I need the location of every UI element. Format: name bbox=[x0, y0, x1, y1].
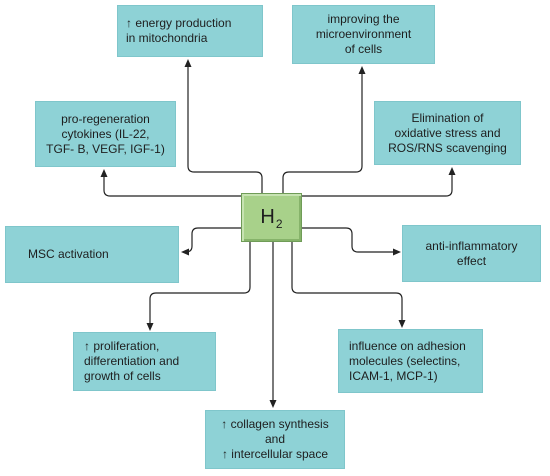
box-anti-inflammatory: anti-inflammatory effect bbox=[402, 225, 541, 282]
arrowhead-adhesion bbox=[398, 320, 406, 328]
arrow-to-prolif bbox=[149, 242, 251, 323]
box-microenvironment: improving the microenvironment of cells bbox=[292, 5, 435, 64]
box-oxid-line-3: ROS/RNS scavenging bbox=[388, 140, 507, 155]
arrow-to-cyto bbox=[103, 176, 241, 197]
arrow-to-oxid bbox=[302, 174, 453, 197]
box-cyto-line-2: cytokines (IL-22, bbox=[61, 126, 150, 141]
box-adhesion-line-3: ICAM-1, MCP-1) bbox=[349, 368, 438, 383]
arrow-to-micro bbox=[282, 73, 363, 193]
box-oxid-line-2: oxidative stress and bbox=[394, 125, 501, 140]
arrowhead-energy bbox=[184, 59, 192, 67]
arrowhead-micro bbox=[358, 66, 366, 74]
box-collagen-line-1: ↑ collagen synthesis bbox=[221, 417, 329, 431]
box-collagen-synthesis: ↑ collagen synthesis and ↑ intercellular… bbox=[205, 410, 345, 469]
box-collagen-line-2: and bbox=[264, 432, 285, 446]
box-proliferation: ↑ proliferation, differentiation and gro… bbox=[73, 332, 216, 391]
arrowhead-anti bbox=[393, 248, 401, 256]
arrow-to-anti bbox=[302, 227, 393, 253]
arrowhead-msc bbox=[181, 248, 189, 256]
arrowhead-oxid bbox=[448, 167, 456, 175]
box-energy-line-2: in mitochondria bbox=[126, 31, 208, 45]
box-micro-line-1: improving the bbox=[327, 12, 400, 26]
box-prolif-line-2: differentiation and bbox=[84, 354, 180, 368]
box-oxid-line-1: Elimination of bbox=[411, 110, 484, 125]
box-adhesion-line-1: influence on adhesion bbox=[349, 338, 466, 353]
box-msc-activation: MSC activation bbox=[5, 226, 179, 283]
box-energy-line-1: ↑ energy production bbox=[126, 16, 232, 30]
center-symbol: H bbox=[260, 206, 275, 228]
box-pro-regeneration-cytokines: pro-regeneration cytokines (IL-22, TGF- … bbox=[35, 101, 176, 167]
box-msc-line-1: MSC activation bbox=[28, 247, 109, 261]
center-subscript: 2 bbox=[275, 216, 283, 231]
box-micro-line-3: of cells bbox=[344, 42, 383, 56]
arrow-to-adhesion bbox=[291, 242, 403, 320]
box-cyto-line-3: TGF- B, VEGF, IGF-1) bbox=[46, 141, 165, 156]
arrowhead-cyto bbox=[100, 169, 108, 177]
box-prolif-line-3: growth of cells bbox=[84, 369, 161, 383]
box-micro-line-2: microenvironment bbox=[315, 27, 412, 41]
arrowhead-collagen bbox=[269, 400, 277, 408]
arrowhead-prolif bbox=[146, 323, 154, 331]
box-adhesion-molecules: influence on adhesion molecules (selecti… bbox=[338, 329, 483, 393]
box-cyto-line-1: pro-regeneration bbox=[61, 111, 150, 126]
box-collagen-line-3: ↑ intercellular space bbox=[221, 447, 329, 461]
box-adhesion-line-2: molecules (selectins, bbox=[349, 353, 461, 368]
arrow-to-energy bbox=[187, 66, 263, 193]
arrow-to-msc bbox=[185, 227, 241, 253]
box-anti-line-1: anti-inflammatory bbox=[425, 238, 518, 253]
box-oxidative-stress: Elimination of oxidative stress and ROS/… bbox=[374, 101, 521, 165]
box-energy-production: ↑ energy production in mitochondria bbox=[117, 5, 263, 57]
box-anti-line-2: effect bbox=[456, 253, 487, 268]
box-prolif-line-1: ↑ proliferation, bbox=[84, 339, 160, 353]
